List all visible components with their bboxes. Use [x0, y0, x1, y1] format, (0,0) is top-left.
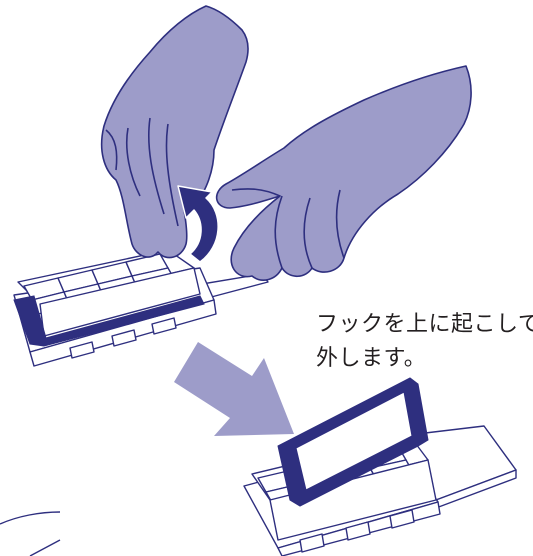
curved-up-arrow-icon: [177, 185, 219, 263]
top-lid-band: [13, 295, 205, 347]
bottom-raised-lid: [277, 377, 429, 507]
instruction-caption: フックを上に起こして 外します。: [316, 308, 533, 376]
caption-line-1: フックを上に起こして: [316, 312, 533, 337]
diagonal-down-right-arrow-icon: [174, 342, 294, 436]
left-hand: [100, 5, 249, 259]
caption-line-2: 外します。: [316, 346, 427, 371]
detail-circle: [0, 511, 61, 556]
right-hand: [215, 65, 472, 281]
top-pill-case: [13, 249, 269, 367]
